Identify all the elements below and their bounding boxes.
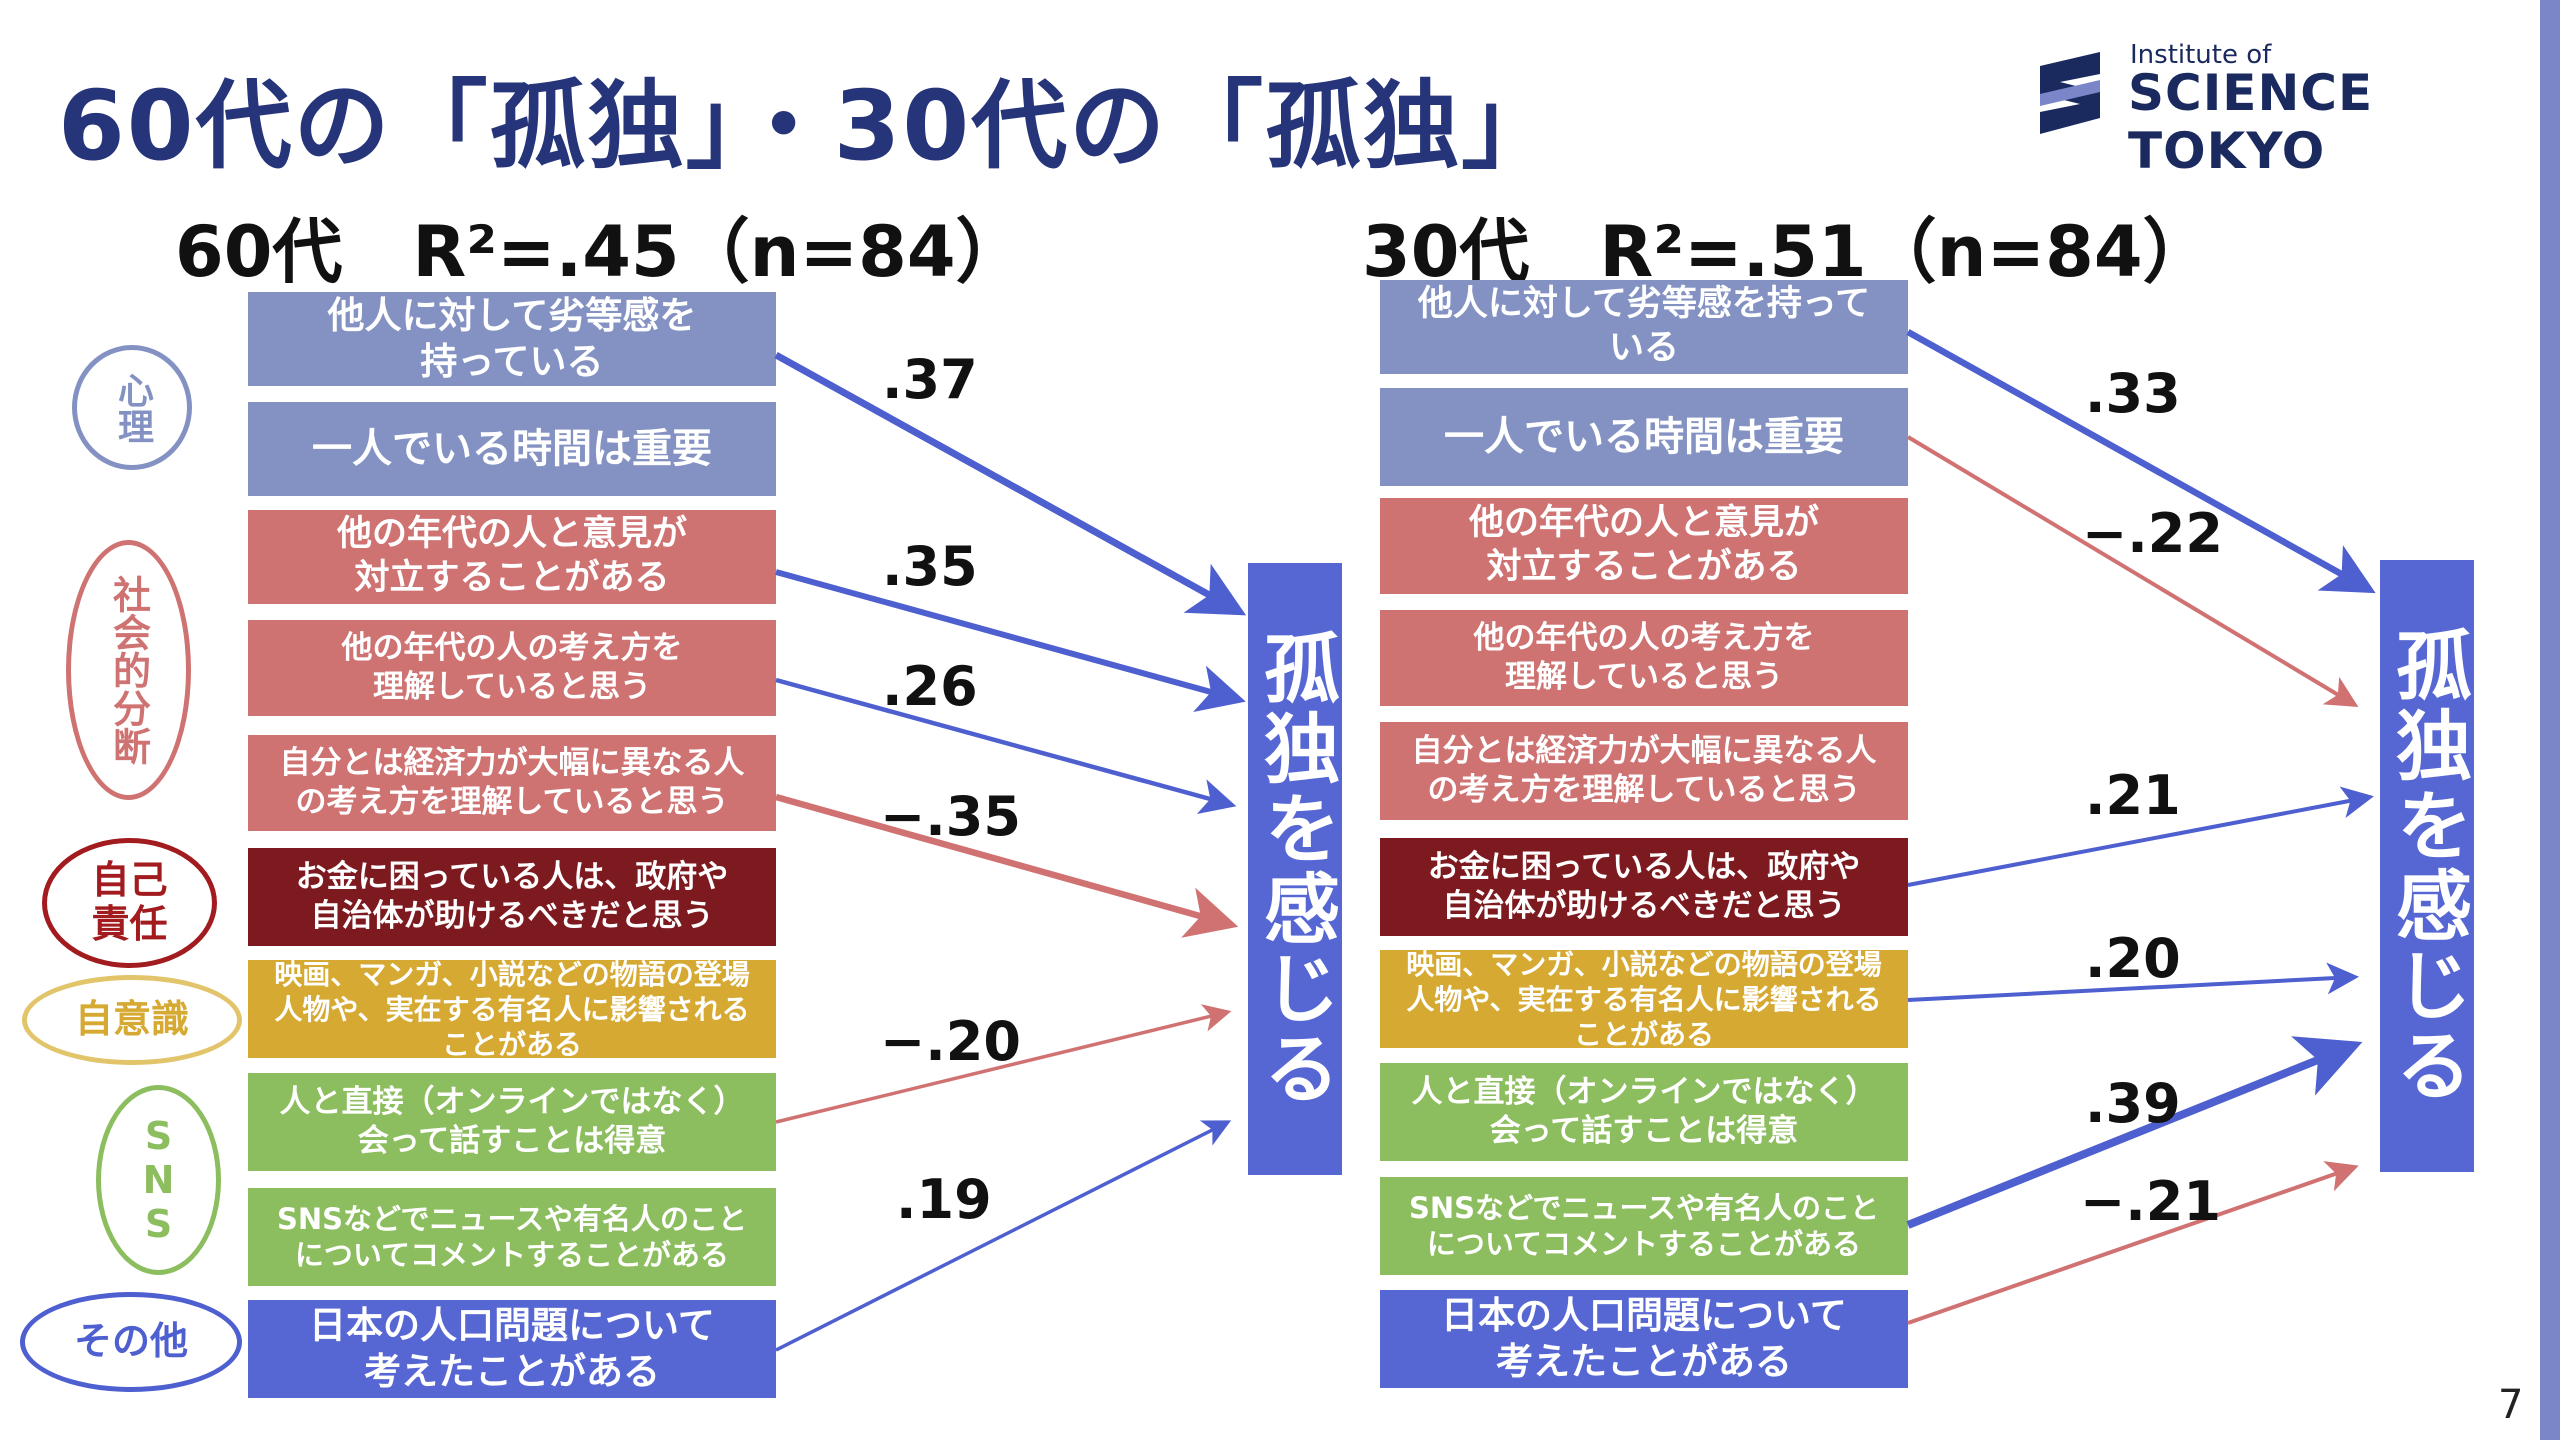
item-label: 他の年代の人の考え方を 理解していると思う	[341, 630, 683, 705]
left-item-box-1: 他人に対して劣等感を 持っている	[248, 292, 776, 386]
category-label: 心理	[112, 371, 153, 444]
right-panel-title: 30代 R²=.51（n=84）	[1362, 211, 2213, 293]
arrow-right-influenced	[1907, 962, 2359, 1002]
item-label: 自分とは経済力が大幅に異なる人 の考え方を理解していると思う	[1411, 733, 1877, 808]
right-item-box-6: お金に困っている人は、政府や 自治体が助けるべきだと思う	[1380, 838, 1908, 936]
category-psychology: 心理	[72, 345, 192, 470]
right-item-box-10: 日本の人口問題について 考えたことがある	[1380, 1290, 1908, 1388]
category-label: その他	[73, 1319, 188, 1364]
arrow-left-inferiority	[774, 351, 1247, 616]
item-label: お金に困っている人は、政府や 自治体が助けるべきだと思う	[1427, 849, 1861, 924]
item-label: 他人に対して劣等感を持って いる	[1417, 284, 1871, 368]
item-label: SNSなどでニュースや有名人のこと についてコメントすることがある	[1408, 1190, 1879, 1261]
coef-right-4: .20	[2085, 927, 2181, 990]
coef-left-2: .35	[882, 535, 978, 598]
right-item-box-7: 映画、マンガ、小説などの物語の登場 人物や、実在する有名人に影響される ことがあ…	[1380, 948, 1908, 1051]
arrow-left-understand-age	[775, 677, 1237, 815]
coef-right-6: −.21	[2080, 1170, 2221, 1233]
arrow-right-sns-comment	[1906, 1036, 2363, 1229]
logo-line2: SCIENCE TOKYO	[2128, 64, 2374, 180]
category-social-division: 社会的分断	[66, 540, 191, 800]
coef-left-3: .26	[882, 655, 978, 718]
arrow-left-conflict	[775, 569, 1246, 712]
category-label: 自己 責任	[91, 858, 168, 946]
page-title: 60代の「孤独」・30代の「孤独」	[58, 70, 1560, 182]
right-item-box-3: 他の年代の人と意見が 対立することがある	[1380, 498, 1908, 594]
right-item-box-1: 他人に対して劣等感を持って いる	[1380, 280, 1908, 374]
left-item-box-4: 他の年代の人の考え方を 理解していると思う	[248, 620, 776, 716]
item-label: 映画、マンガ、小説などの物語の登場 人物や、実在する有名人に影響される ことがあ…	[274, 957, 750, 1061]
coef-left-5: −.20	[880, 1010, 1021, 1073]
target-label: 孤独を感じる	[1251, 629, 1340, 1109]
item-label: 他の年代の人と意見が 対立することがある	[1468, 503, 1819, 587]
logo	[2030, 48, 2110, 138]
item-label: 自分とは経済力が大幅に異なる人 の考え方を理解していると思う	[279, 745, 745, 820]
item-label: 他人に対して劣等感を 持っている	[327, 293, 697, 383]
arrow-right-alone-time	[1906, 435, 2359, 708]
arrow-right-inferiority	[1906, 329, 2376, 594]
item-label: SNSなどでニュースや有名人のこと についてコメントすることがある	[276, 1201, 747, 1272]
category-label: 社会的分断	[106, 575, 151, 765]
category-self-consciousness: 自意識	[22, 975, 242, 1065]
logo-line1: Institute of	[2130, 40, 2272, 70]
item-label: お金に困っている人は、政府や 自治体が助けるべきだと思う	[295, 859, 729, 934]
category-other: その他	[20, 1292, 242, 1392]
left-item-box-3: 他の年代の人と意見が 対立することがある	[248, 510, 776, 604]
item-label: 映画、マンガ、小説などの物語の登場 人物や、実在する有名人に影響される ことがあ…	[1406, 947, 1882, 1051]
item-label: 他の年代の人と意見が 対立することがある	[336, 514, 687, 598]
left-item-box-10: 日本の人口問題について 考えたことがある	[248, 1300, 776, 1398]
arrow-left-face-to-face	[775, 1004, 1232, 1124]
coef-right-3: .21	[2085, 764, 2181, 827]
arrow-left-population	[775, 1120, 1232, 1352]
item-label: 人と直接（オンラインではなく） 会って話すことは得意	[1411, 1074, 1877, 1149]
category-self-responsibility: 自己 責任	[42, 838, 217, 968]
slide-side-bar	[2540, 0, 2560, 1440]
left-item-box-7: 映画、マンガ、小説などの物語の登場 人物や、実在する有名人に影響される ことがあ…	[248, 958, 776, 1061]
right-target-loneliness: 孤独を感じる	[2380, 560, 2474, 1172]
item-label: 一人でいる時間は重要	[1444, 414, 1844, 460]
arrow-right-government-help	[1907, 786, 2374, 887]
coef-left-4: −.35	[880, 785, 1021, 848]
right-item-box-4: 他の年代の人の考え方を 理解していると思う	[1380, 610, 1908, 706]
item-label: 日本の人口問題について 考えたことがある	[309, 1303, 715, 1393]
item-label: 日本の人口問題について 考えたことがある	[1441, 1293, 1847, 1383]
right-item-box-8: 人と直接（オンラインではなく） 会って話すことは得意	[1380, 1063, 1908, 1161]
category-sns: SNS	[96, 1085, 221, 1275]
category-label: SNS	[136, 1114, 181, 1246]
right-item-box-2: 一人でいる時間は重要	[1380, 388, 1908, 486]
coef-right-2: −.22	[2082, 502, 2223, 565]
left-item-box-2: 一人でいる時間は重要	[248, 402, 776, 496]
target-label: 孤独を感じる	[2383, 626, 2472, 1106]
left-target-loneliness: 孤独を感じる	[1248, 563, 1342, 1175]
coef-left-1: .37	[882, 348, 978, 411]
left-item-box-9: SNSなどでニュースや有名人のこと についてコメントすることがある	[248, 1188, 776, 1286]
coef-right-1: .33	[2085, 362, 2181, 425]
arrow-left-understand-economic	[775, 793, 1239, 938]
left-item-box-6: お金に困っている人は、政府や 自治体が助けるべきだと思う	[248, 848, 776, 946]
category-label: 自意識	[74, 997, 189, 1042]
science-tokyo-logo-icon	[2040, 52, 2100, 134]
item-label: 人と直接（オンラインではなく） 会って話すことは得意	[279, 1084, 745, 1159]
right-item-box-5: 自分とは経済力が大幅に異なる人 の考え方を理解していると思う	[1380, 722, 1908, 820]
left-item-box-5: 自分とは経済力が大幅に異なる人 の考え方を理解していると思う	[248, 735, 776, 831]
coef-left-6: .19	[896, 1168, 992, 1231]
item-label: 一人でいる時間は重要	[312, 426, 712, 472]
right-item-box-9: SNSなどでニュースや有名人のこと についてコメントすることがある	[1380, 1177, 1908, 1275]
left-item-box-8: 人と直接（オンラインではなく） 会って話すことは得意	[248, 1073, 776, 1171]
coef-right-5: .39	[2085, 1072, 2181, 1135]
arrow-right-population	[1907, 1161, 2359, 1325]
page-number: 7	[2498, 1382, 2524, 1428]
item-label: 他の年代の人の考え方を 理解していると思う	[1473, 620, 1815, 695]
left-panel-title: 60代 R²=.45（n=84）	[175, 211, 1026, 293]
